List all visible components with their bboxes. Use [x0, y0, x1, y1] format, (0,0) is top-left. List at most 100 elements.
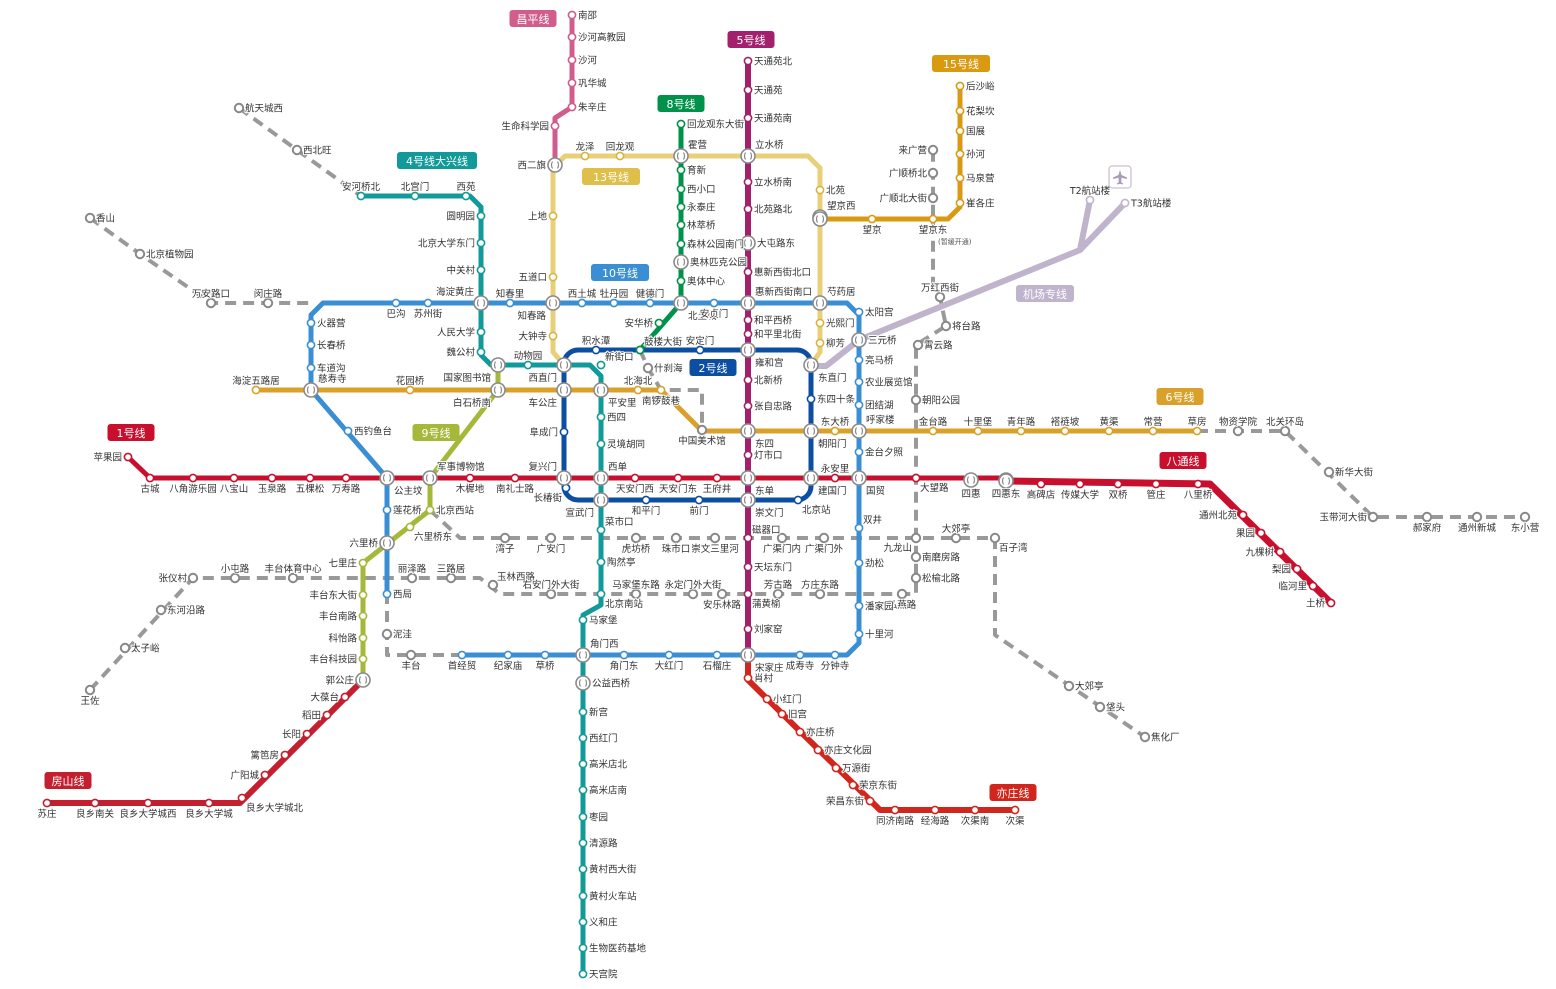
- station-大郊亭[interactable]: [1063, 680, 1075, 692]
- station-望京[interactable]: [867, 214, 877, 224]
- station-通州北苑[interactable]: [1238, 510, 1248, 520]
- station-沙河高教园[interactable]: [567, 32, 577, 42]
- station-高米店北[interactable]: [578, 759, 588, 769]
- station-首经贸[interactable]: [457, 650, 467, 660]
- station-北苑路北[interactable]: [743, 204, 753, 214]
- interchange-station-郭公庄[interactable]: [355, 672, 371, 688]
- station-安定门[interactable]: [695, 345, 705, 355]
- station-临河里[interactable]: [1308, 581, 1318, 591]
- station-苏州街[interactable]: [423, 298, 433, 308]
- station-天安门东[interactable]: [673, 473, 683, 483]
- station-大葆台[interactable]: [340, 692, 350, 702]
- station-什刹海[interactable]: [642, 362, 654, 374]
- station-南锣鼓巷[interactable]: [656, 385, 666, 395]
- station-永泰庄[interactable]: [676, 202, 686, 212]
- station-清源路[interactable]: [578, 838, 588, 848]
- station-良乡大学城西[interactable]: [143, 798, 153, 808]
- station-T2航站楼[interactable]: [1085, 195, 1095, 205]
- station-安河桥北[interactable]: [356, 191, 366, 201]
- station-大钟寺[interactable]: [548, 331, 558, 341]
- station-北京南站[interactable]: [596, 589, 606, 599]
- station-回龙观[interactable]: [615, 151, 625, 161]
- station-知春里[interactable]: [505, 298, 515, 308]
- station-南礼士路[interactable]: [510, 473, 520, 483]
- station-车道沟[interactable]: [306, 363, 316, 373]
- station-传媒大学[interactable]: [1075, 479, 1085, 489]
- interchange-station-东直门[interactable]: [803, 357, 819, 373]
- station-稻田[interactable]: [322, 710, 332, 720]
- station-六里桥东[interactable]: [405, 522, 415, 532]
- station-褡裢坡[interactable]: [1060, 426, 1070, 436]
- station-魏公村[interactable]: [476, 347, 486, 357]
- station-航天城西[interactable]: [233, 102, 245, 114]
- station-西局[interactable]: [382, 589, 392, 599]
- station-次渠[interactable]: [1010, 805, 1020, 815]
- interchange-station-立水桥[interactable]: [740, 148, 756, 164]
- interchange-station-白石桥南[interactable]: [490, 382, 506, 398]
- interchange-station-西单[interactable]: [593, 470, 609, 486]
- station-苹果园[interactable]: [123, 452, 133, 462]
- interchange-station-三元桥[interactable]: [851, 332, 867, 348]
- interchange-station-宣武门[interactable]: [593, 492, 609, 508]
- station-九龙山[interactable]: [910, 532, 922, 544]
- station-成寿寺[interactable]: [795, 650, 805, 660]
- station-海淀五路居[interactable]: [251, 385, 261, 395]
- station-玉林西路[interactable]: [487, 579, 499, 591]
- interchange-station-西直门[interactable]: [556, 357, 572, 373]
- line-tag-l1[interactable]: 1号线: [107, 424, 155, 441]
- line-tag-changping[interactable]: 昌平线: [509, 10, 557, 27]
- station-后沙峪[interactable]: [955, 81, 965, 91]
- station-金台路[interactable]: [928, 426, 938, 436]
- station-长阳[interactable]: [302, 729, 312, 739]
- interchange-station-北土城[interactable]: [673, 295, 689, 311]
- station-古城[interactable]: [145, 473, 155, 483]
- station-北宫门[interactable]: [410, 191, 420, 201]
- station-东河沿路[interactable]: [155, 604, 167, 616]
- station-高米店南[interactable]: [578, 785, 588, 795]
- station-梨园[interactable]: [1292, 564, 1302, 574]
- station-T3航站楼[interactable]: [1120, 198, 1130, 208]
- interchange-station-四惠[interactable]: [963, 472, 979, 488]
- station-天坛东门[interactable]: [743, 562, 753, 572]
- station-万安路口[interactable]: [205, 297, 217, 309]
- station-巩华城[interactable]: [567, 78, 577, 88]
- station-黄村火车站[interactable]: [578, 891, 588, 901]
- station-青年路[interactable]: [1016, 426, 1026, 436]
- station-花梨坎[interactable]: [955, 106, 965, 116]
- interchange-station-知春路[interactable]: [545, 295, 561, 311]
- station-灯市口[interactable]: [743, 450, 753, 460]
- station-纪家庙[interactable]: [503, 650, 513, 660]
- station-松榆北路[interactable]: [910, 572, 922, 584]
- station-阜成门[interactable]: [559, 427, 569, 437]
- station-太阳宫[interactable]: [854, 307, 864, 317]
- station-郝家府[interactable]: [1421, 511, 1433, 523]
- station-和平里北街[interactable]: [743, 329, 753, 339]
- station-龙泽[interactable]: [580, 151, 590, 161]
- station-国展[interactable]: [955, 126, 965, 136]
- station-柳芳[interactable]: [815, 338, 825, 348]
- station-马家堡东路[interactable]: [630, 588, 642, 600]
- station-泥洼[interactable]: [381, 628, 393, 640]
- station-朝阳公园[interactable]: [910, 394, 922, 406]
- station-经海路[interactable]: [930, 805, 940, 815]
- interchange-station-芍药居[interactable]: [812, 295, 828, 311]
- station-南磨房路[interactable]: [910, 551, 922, 563]
- station-天通苑[interactable]: [743, 85, 753, 95]
- station-望京东[interactable]: [928, 214, 938, 224]
- station-永定门外大街[interactable]: [687, 588, 699, 600]
- station-草桥[interactable]: [540, 650, 550, 660]
- station-巴沟[interactable]: [391, 298, 401, 308]
- station-垡头[interactable]: [1094, 701, 1106, 713]
- interchange-station-呼家楼[interactable]: [851, 423, 867, 439]
- line-tag-fangshan[interactable]: 房山线: [44, 772, 92, 789]
- station-西红门[interactable]: [578, 733, 588, 743]
- station-安华桥[interactable]: [654, 318, 664, 328]
- station-西土城[interactable]: [577, 298, 587, 308]
- station-丰台体育中心[interactable]: [287, 572, 299, 584]
- station-圆明园[interactable]: [476, 211, 486, 221]
- station-潘家园[interactable]: [854, 601, 864, 611]
- station-十里堡[interactable]: [973, 426, 983, 436]
- station-和平西桥[interactable]: [743, 315, 753, 325]
- station-太子峪[interactable]: [119, 642, 131, 654]
- station-大望路[interactable]: [911, 473, 921, 483]
